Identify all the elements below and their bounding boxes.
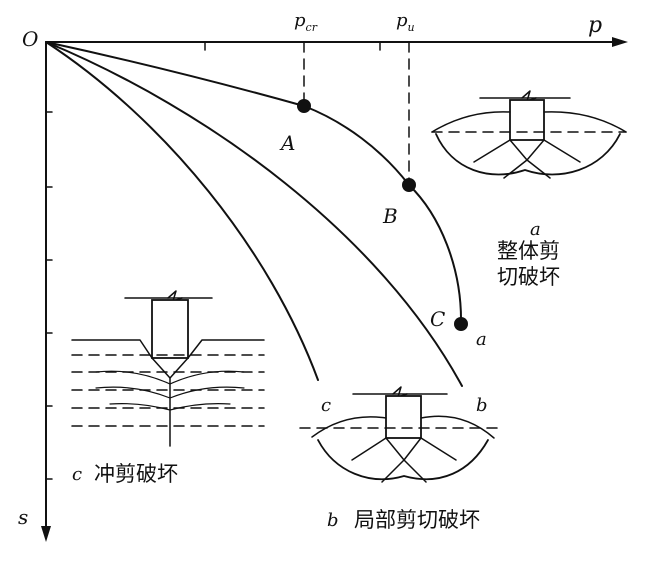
point-a-label: A (279, 131, 295, 155)
curve-a (45, 41, 463, 325)
caption-a-letter: a (530, 219, 541, 240)
point-a-marker (297, 99, 311, 113)
s-axis-ticks (45, 111, 53, 480)
p-axis-ticks (204, 41, 381, 51)
s-axis-arrow (41, 526, 51, 542)
tick-label-pu: pu (396, 10, 415, 34)
point-b-marker (402, 178, 416, 192)
curve-b (45, 41, 463, 387)
origin-label: O (22, 27, 38, 51)
caption-b-text: 局部剪切破坏 (354, 508, 480, 532)
sketch-punching-shear (71, 290, 265, 447)
point-b-label: B (382, 204, 398, 228)
caption-b-letter: b (327, 510, 339, 531)
s-axis-label: s (18, 505, 28, 529)
axes: O p s pcr pu (18, 10, 628, 542)
caption-c-letter: c (72, 464, 82, 485)
curve-a-label: a (476, 329, 487, 350)
tick-label-pcr: pcr (294, 10, 318, 34)
caption-c-text: 冲剪破坏 (94, 462, 178, 486)
curve-c-label: c (321, 395, 331, 416)
point-c-marker (454, 317, 468, 331)
point-c-label: C (430, 307, 445, 331)
caption-a-line2: 切破坏 (497, 265, 560, 289)
curve-c (45, 41, 319, 381)
p-axis-arrow (612, 37, 628, 47)
sketch-local-shear (299, 386, 501, 483)
p-axis-label: p (588, 13, 602, 38)
curve-b-label: b (476, 395, 488, 416)
sketch-general-shear (431, 90, 627, 179)
caption-a-line1: 整体剪 (497, 239, 560, 263)
